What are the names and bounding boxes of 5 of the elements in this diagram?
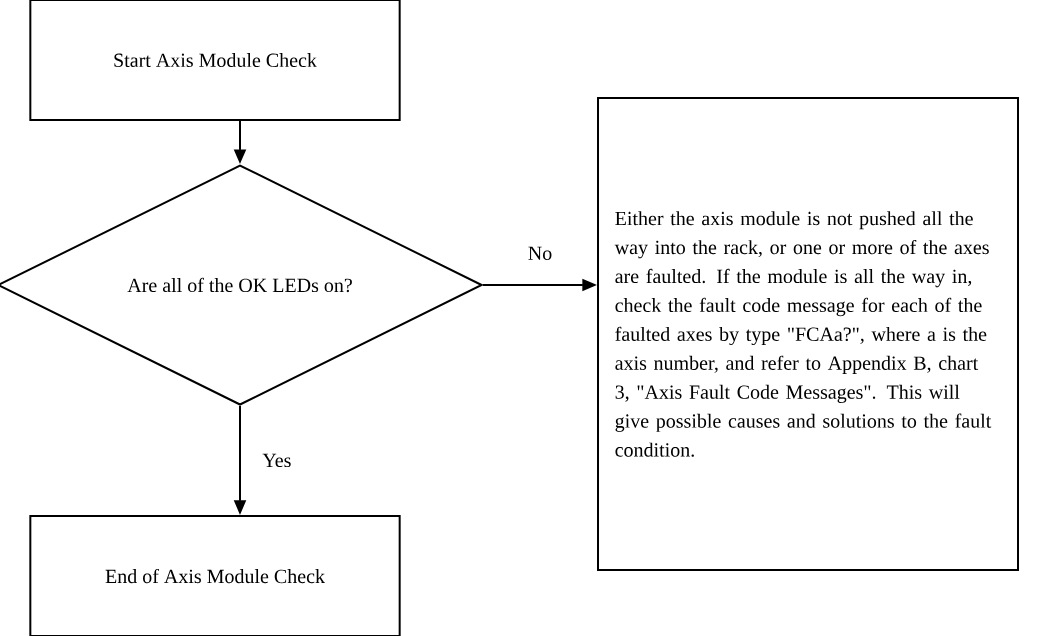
process-box: End of Axis Module Check (29, 515, 401, 636)
edge-label: No (525, 244, 555, 263)
edge-label: Yes (259, 451, 295, 470)
process-box: Start Axis Module Check (29, 0, 401, 121)
note-box: Either the axis module is not pushed all the way into the rack, or one or more of the axes are faulted. If the module is all the way in, check the fault code message for each of the faulted axes by type "FCAa?", where a is the axis number, and refer to Appendix B, chart 3, "Axis Fault Code Messages". This will give possible causes and solutions to the fault condition. (597, 97, 1019, 571)
